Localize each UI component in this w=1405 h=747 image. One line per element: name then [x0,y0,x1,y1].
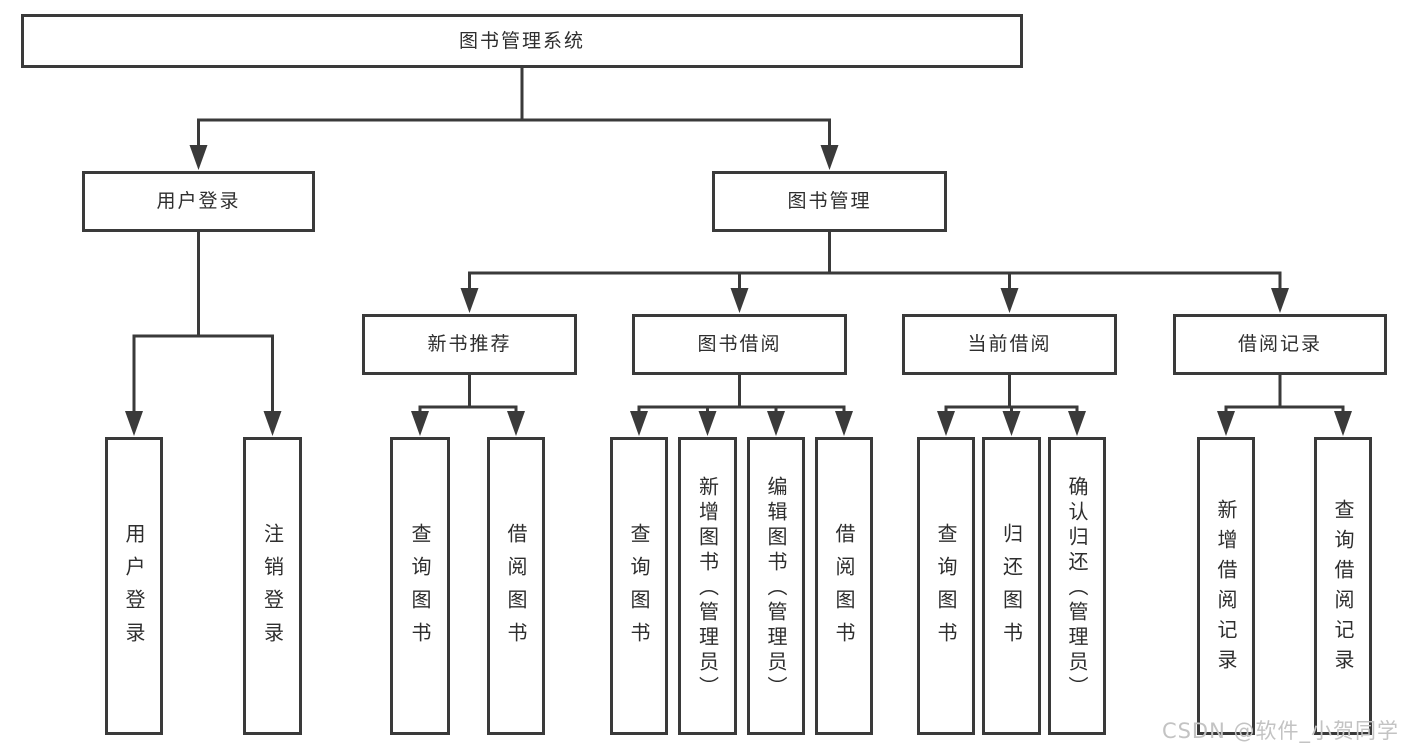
node-leaf-query-borrow-rec: 查询借阅记录 [1314,437,1372,735]
node-book-mgmt: 图书管理 [712,171,947,232]
node-leaf-query-books-b: 查询图书 [610,437,668,735]
node-leaf-borrow-books-a: 借阅图书 [487,437,545,735]
node-leaf-confirm-return: 确认归还（管理员） [1048,437,1106,735]
node-leaf-add-books: 新增图书（管理员） [678,437,737,735]
node-leaf-return-books: 归还图书 [982,437,1041,735]
node-leaf-query-books-c: 查询图书 [917,437,975,735]
node-new-book-rec: 新书推荐 [362,314,577,375]
node-leaf-add-borrow-rec: 新增借阅记录 [1197,437,1255,735]
node-leaf-user-login: 用户登录 [105,437,163,735]
node-book-borrow: 图书借阅 [632,314,847,375]
node-leaf-edit-books: 编辑图书（管理员） [747,437,805,735]
node-borrow-record: 借阅记录 [1173,314,1387,375]
node-leaf-borrow-books-b: 借阅图书 [815,437,873,735]
node-leaf-query-books-a: 查询图书 [390,437,450,735]
node-root: 图书管理系统 [21,14,1023,68]
node-leaf-logout: 注销登录 [243,437,302,735]
node-user-login: 用户登录 [82,171,315,232]
csdn-watermark: CSDN @软件_小贺同学 [1161,719,1399,743]
node-current-borrow: 当前借阅 [902,314,1117,375]
